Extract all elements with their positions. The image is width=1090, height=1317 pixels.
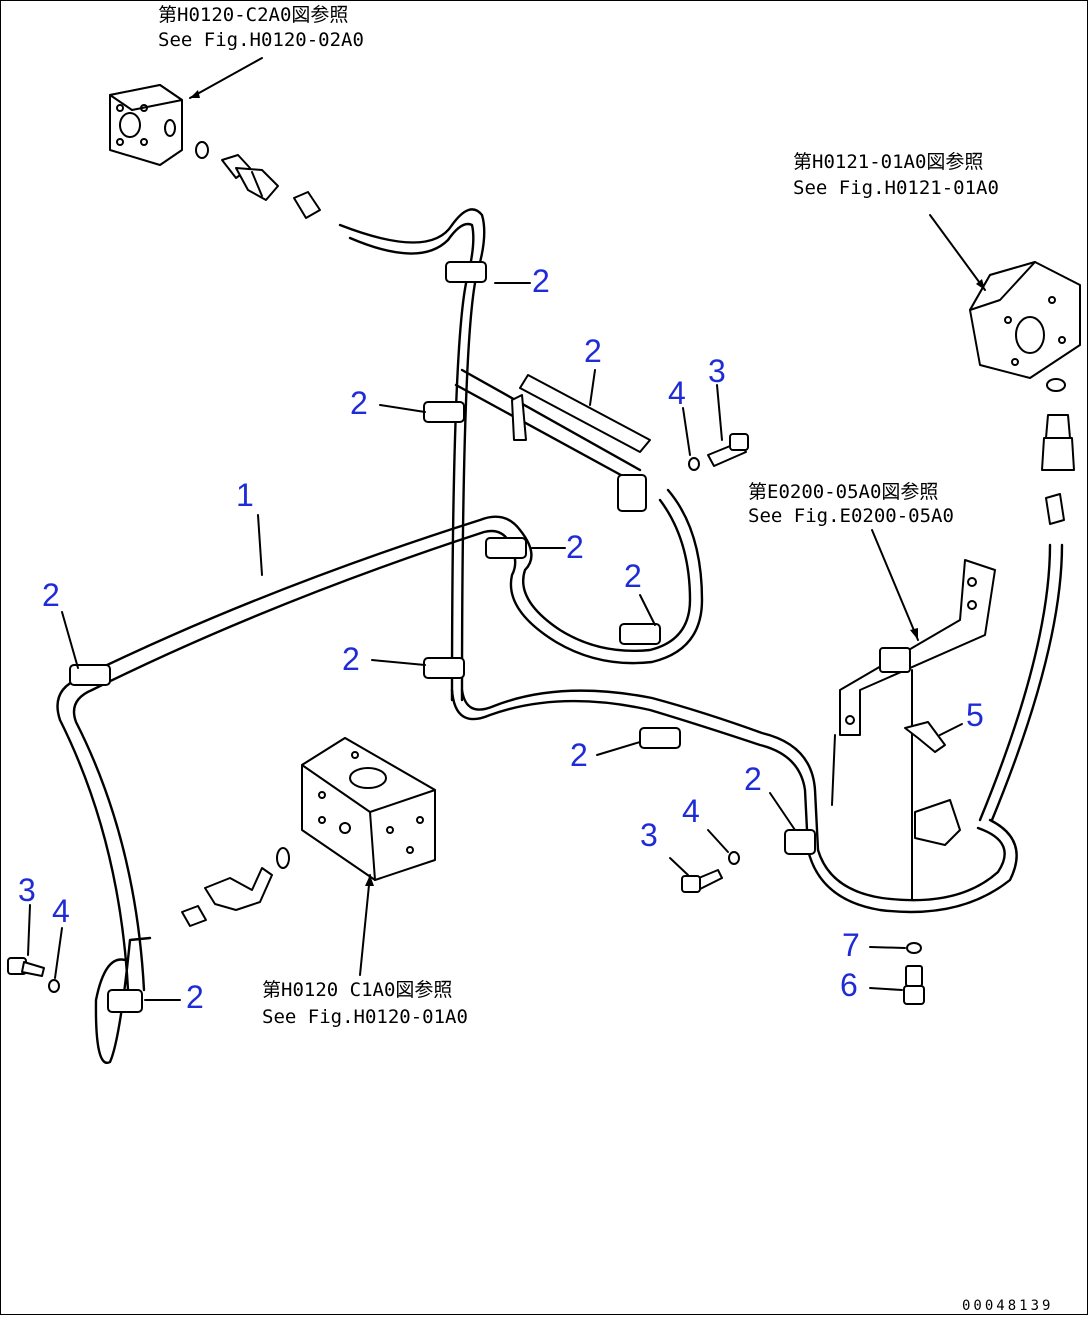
o-ring-top-left <box>195 141 209 159</box>
clamp-2-e <box>423 657 465 679</box>
clip-5 <box>904 721 946 753</box>
callout-4-b: 4 <box>682 793 700 829</box>
connector-cap-middle <box>181 905 207 927</box>
callout-4-a: 4 <box>668 375 686 411</box>
ref2-line2: See Fig.H0121-01A0 <box>793 177 999 199</box>
connector-cap-top <box>293 191 321 219</box>
ref1-line2: See Fig.H0120-02A0 <box>158 29 364 51</box>
pipe-lower-route <box>450 688 1018 914</box>
leader-ref4 <box>359 874 371 976</box>
callout-6: 6 <box>840 967 858 1003</box>
pressure-sensor-middle <box>204 867 273 911</box>
callout-2-e: 2 <box>624 558 642 594</box>
washer-4-a <box>688 457 700 471</box>
ref3-line1: 第E0200-05A0図参照 <box>748 481 938 503</box>
callout-2-h: 2 <box>570 737 588 773</box>
callout-2-b: 2 <box>584 333 602 369</box>
o-ring-middle <box>276 847 290 869</box>
callout-2-c: 2 <box>350 385 368 421</box>
bolt-6 <box>903 965 925 1005</box>
pipe-1-edge <box>72 488 704 992</box>
callout-2-f: 2 <box>42 577 60 613</box>
callout-2-d: 2 <box>566 529 584 565</box>
o-ring-top-right <box>1046 378 1066 392</box>
leader-ref2 <box>929 214 986 291</box>
callout-1: 1 <box>236 477 254 513</box>
ref1-line1: 第H0120-C2A0図参照 <box>158 4 348 26</box>
pressure-sensor-top-right <box>1041 414 1075 471</box>
bolt-3-b <box>681 869 723 893</box>
washer-7 <box>906 942 922 954</box>
washer-4-b <box>728 851 740 865</box>
callout-2-j: 2 <box>186 979 204 1015</box>
leader-ref3 <box>871 529 919 641</box>
callout-2-i: 2 <box>744 761 762 797</box>
drawing-code: 00048139 <box>962 1298 1053 1314</box>
callout-5: 5 <box>966 697 984 733</box>
pipe-upper-route <box>338 208 486 702</box>
clamp-2-d <box>619 623 661 645</box>
ref3-line2: See Fig.E0200-05A0 <box>748 505 954 527</box>
callout-leaders <box>27 282 963 1001</box>
callout-3-a: 3 <box>708 353 726 389</box>
valve-block-top-right <box>969 261 1081 379</box>
leader-ref1 <box>189 57 263 99</box>
bolt-3-a <box>707 433 749 467</box>
valve-block-middle <box>301 737 436 881</box>
valve-block-top-left <box>109 84 183 166</box>
clamp-2-c <box>485 537 527 559</box>
bracket-tab <box>511 394 527 441</box>
pressure-sensor-top-left <box>221 154 279 201</box>
callout-4-c: 4 <box>52 893 70 929</box>
bracket-edge <box>831 734 836 806</box>
clamp-2-j <box>617 474 647 512</box>
washer-4-c <box>48 979 60 993</box>
ref4-line1: 第H0120 C1A0図参照 <box>262 979 452 1001</box>
pipe-branch <box>454 368 642 482</box>
ref4-line2: See Fig.H0120-01A0 <box>262 1006 468 1028</box>
bolt-3-c <box>7 957 45 977</box>
connector-cap-right <box>1045 493 1065 525</box>
bracket-lower <box>914 799 961 846</box>
clamp-2-a <box>445 261 487 283</box>
callout-2-g: 2 <box>342 641 360 677</box>
callout-3-b: 3 <box>640 817 658 853</box>
clamp-2-h <box>784 829 816 855</box>
clamp-2-f <box>69 664 111 686</box>
callout-7: 7 <box>842 927 860 963</box>
ref2-line1: 第H0121-01A0図参照 <box>793 151 983 173</box>
bracket-plate <box>519 374 651 453</box>
callout-2-a: 2 <box>532 263 550 299</box>
pipe-right-vertical <box>978 543 1064 822</box>
callout-3-c: 3 <box>18 872 36 908</box>
clamp-2-g <box>639 727 681 749</box>
clamp-2-b <box>423 401 465 423</box>
mounting-bracket-right <box>839 559 996 736</box>
clamp-2-i <box>107 989 143 1013</box>
